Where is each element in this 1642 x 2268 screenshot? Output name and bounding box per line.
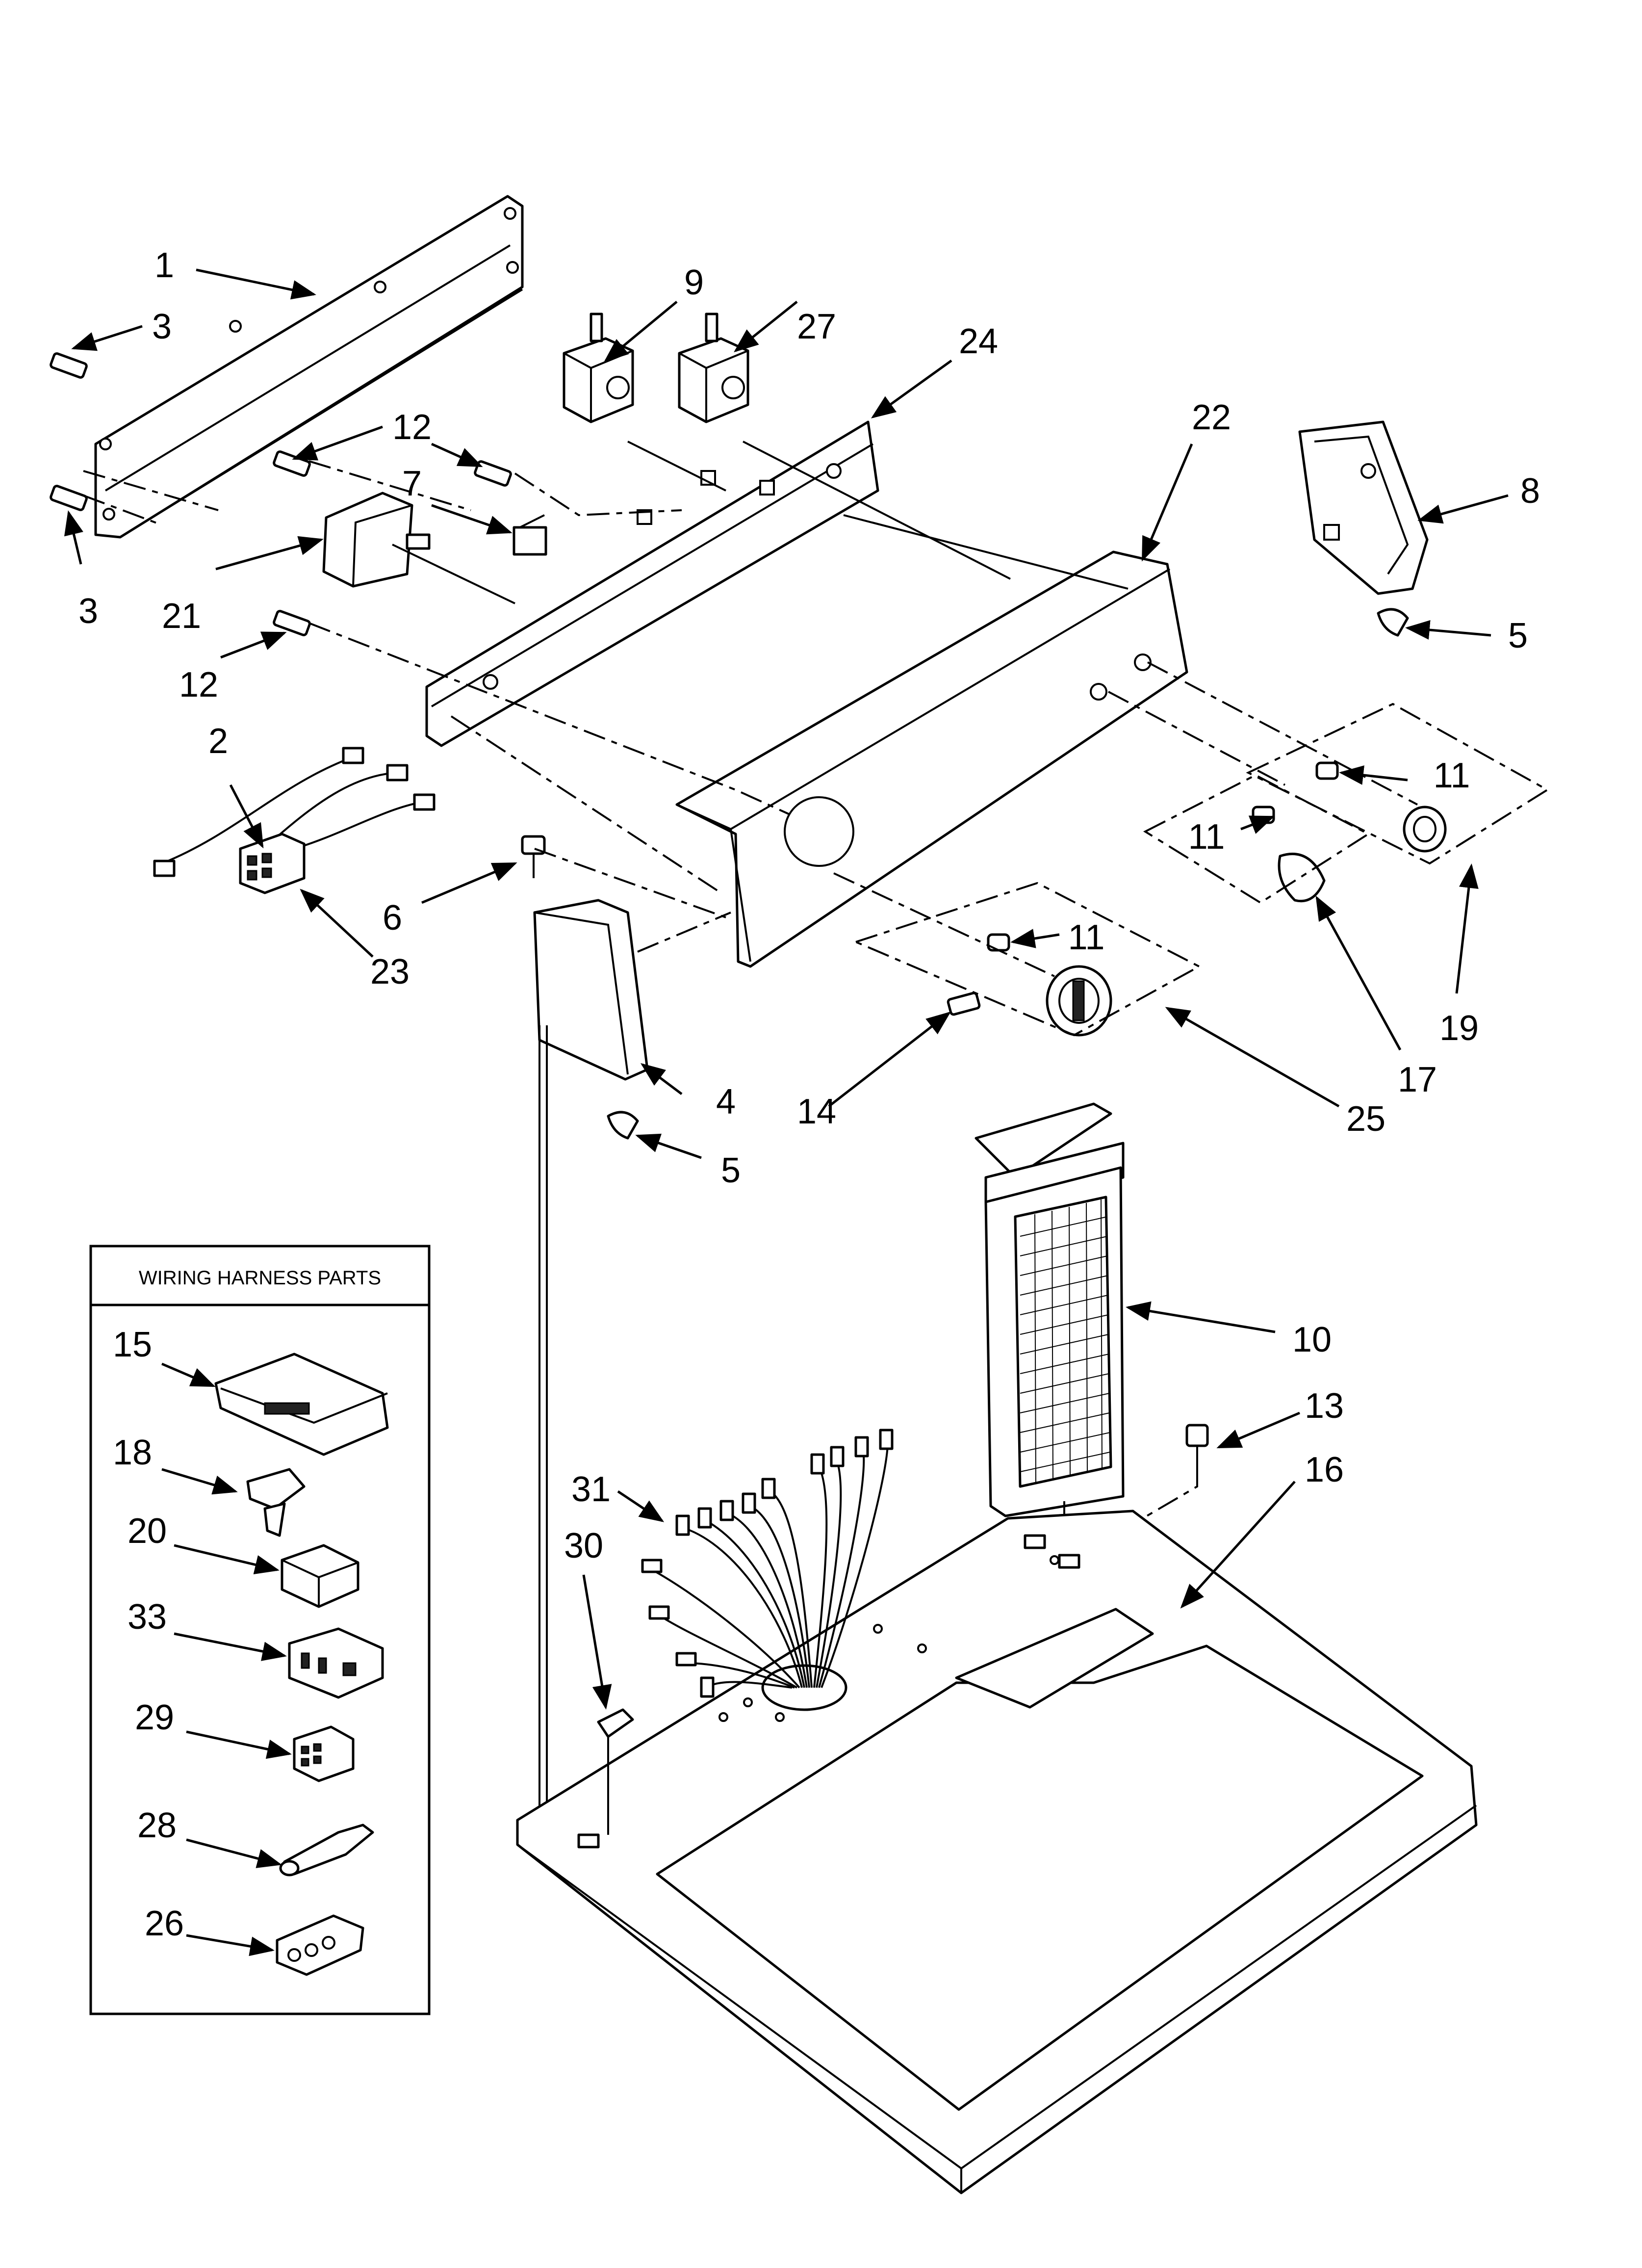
- connector-icon: [239, 833, 306, 894]
- knob-icon: [1278, 853, 1326, 903]
- callout-33: 33: [128, 1597, 167, 1637]
- rear-panel-part: [94, 195, 524, 539]
- callout-2: 2: [208, 722, 228, 761]
- connector-icon: [214, 1353, 389, 1456]
- callout-6: 6: [383, 898, 402, 938]
- callout-28: 28: [137, 1806, 177, 1845]
- knob-icon: [1046, 965, 1112, 1037]
- callout-21: 21: [162, 597, 201, 636]
- wire-harness-part: [641, 1429, 894, 1698]
- relation-lines: [83, 441, 1418, 1845]
- callout-30: 30: [564, 1526, 603, 1565]
- clip-icon: [607, 608, 1409, 1140]
- callout-12: 12: [392, 408, 432, 447]
- connector-icon: [281, 1544, 359, 1608]
- callout-11: 11: [1434, 756, 1470, 795]
- callout-26: 26: [145, 1904, 184, 1943]
- callout-14: 14: [797, 1092, 836, 1131]
- clip-icon: [597, 1708, 634, 1835]
- lint-mesh-icon: [1020, 1199, 1110, 1485]
- connector-icon: [513, 514, 547, 556]
- switch-icon: [563, 313, 634, 423]
- screw-icon: [273, 450, 512, 636]
- callout-1: 1: [154, 246, 174, 285]
- callout-labels: 1 3 3 12 7 21 12 9 27 24 22 8 5 11 11 11…: [78, 246, 1540, 1565]
- callout-13: 13: [1305, 1386, 1344, 1426]
- harness-part: [153, 747, 436, 877]
- callout-20: 20: [128, 1512, 167, 1551]
- wiring-harness-box: WIRING HARNESS PARTS: [89, 1245, 431, 2015]
- screw-icon: [50, 352, 88, 511]
- side-cap-part: [533, 899, 649, 1081]
- connector-icon: [246, 1468, 306, 1537]
- callout-9: 9: [684, 263, 704, 302]
- control-console-part: [675, 550, 1188, 968]
- callout-19: 19: [1439, 1009, 1479, 1048]
- callout-3: 3: [78, 592, 98, 631]
- callout-5: 5: [1508, 616, 1528, 655]
- harness-box-title: WIRING HARNESS PARTS: [139, 1267, 381, 1289]
- timer-part: [322, 492, 431, 588]
- screw-icon: [947, 991, 981, 1016]
- connector-icon: [276, 1914, 364, 1976]
- end-cap-part: [1298, 420, 1429, 595]
- assembly-outline: [853, 703, 1549, 1037]
- lint-screen-part: [975, 1102, 1125, 1517]
- connector-icon: [288, 1627, 384, 1699]
- callout-24: 24: [959, 322, 998, 361]
- top-panel-part: [516, 1510, 1478, 2194]
- callout-11: 11: [1068, 918, 1105, 957]
- callout-18: 18: [113, 1433, 152, 1472]
- terminal-icon: [279, 1824, 374, 1877]
- callout-3: 3: [152, 307, 172, 346]
- callout-8: 8: [1520, 471, 1540, 511]
- callout-27: 27: [797, 307, 836, 346]
- callout-11: 11: [1188, 817, 1225, 857]
- switch-icon: [678, 313, 749, 423]
- knob-icon: [1403, 806, 1447, 853]
- callout-31: 31: [571, 1470, 611, 1509]
- callout-17: 17: [1398, 1060, 1437, 1099]
- callout-29: 29: [135, 1698, 174, 1737]
- callout-16: 16: [1305, 1450, 1344, 1489]
- callout-25: 25: [1346, 1099, 1385, 1139]
- callout-4: 4: [716, 1082, 736, 1121]
- callout-22: 22: [1192, 398, 1231, 437]
- callout-7: 7: [402, 464, 422, 503]
- callout-5: 5: [721, 1151, 741, 1190]
- console-bracket-part: [425, 420, 879, 747]
- callout-10: 10: [1292, 1320, 1332, 1359]
- leader-lines: [64, 268, 1509, 1710]
- callout-15: 15: [113, 1325, 152, 1364]
- callout-12: 12: [179, 665, 218, 704]
- connector-icon: [293, 1725, 355, 1782]
- screw-icon: [521, 835, 546, 878]
- callout-23: 23: [370, 952, 410, 991]
